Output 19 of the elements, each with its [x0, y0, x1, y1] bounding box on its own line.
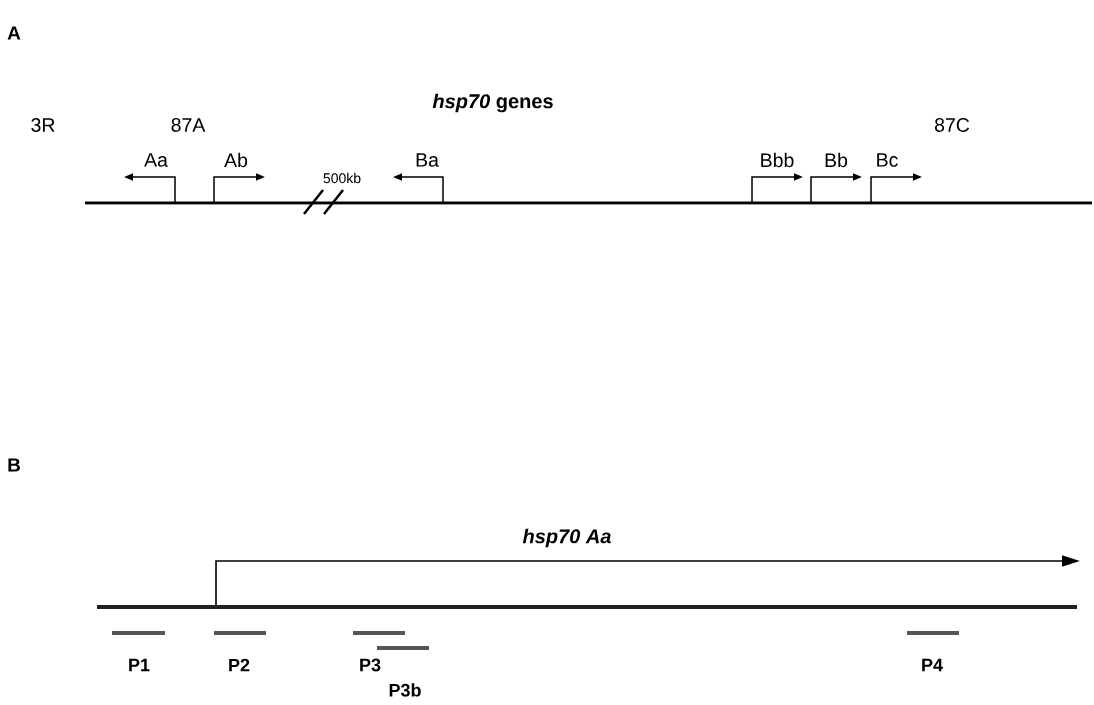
gene-label: Bb — [825, 152, 848, 168]
panel-letter: B — [8, 458, 20, 472]
gene-label: hsp70 Aa — [522, 528, 611, 548]
gene-label: Bbb — [761, 152, 794, 168]
title: hsp70 genes — [432, 93, 553, 113]
cytological-band-label: 87C — [934, 118, 970, 132]
gene-label: Bc — [877, 153, 898, 167]
cytological-band-label: 87A — [171, 118, 206, 132]
probe-label: P4 — [922, 658, 943, 672]
gene-label: Ab — [224, 152, 248, 168]
distance-label: 500kb — [323, 172, 361, 184]
gene-label: Ba — [416, 153, 439, 167]
panel-letter: A — [7, 26, 21, 40]
probe-label: P3b — [389, 683, 421, 697]
gene-label: Aa — [144, 153, 168, 167]
probe-label: P1 — [129, 658, 150, 672]
probe-label: P2 — [229, 658, 250, 672]
chromosome-arm-label: 3R — [31, 118, 55, 132]
probe-label: P3 — [360, 658, 381, 672]
